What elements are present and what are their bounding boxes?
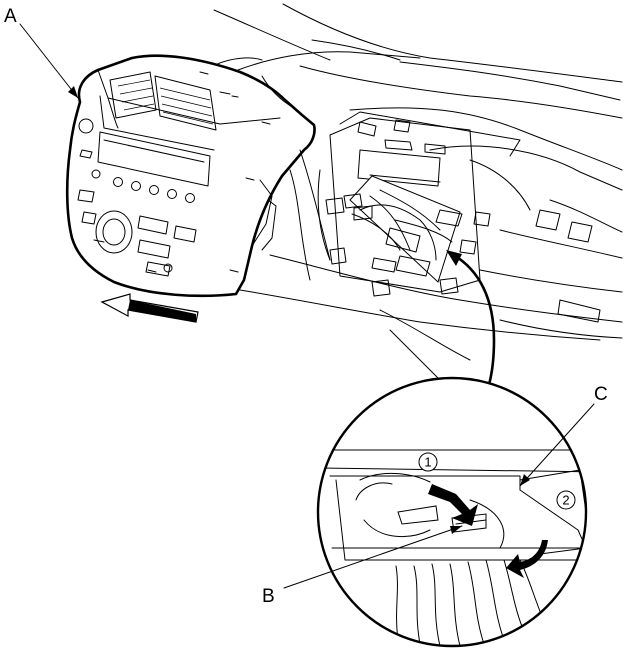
removal-direction-arrow [100, 293, 199, 323]
detail-leader-arrow [446, 250, 496, 389]
pull-arrow [506, 540, 548, 578]
callout-leaders [19, 23, 595, 589]
detail-magnifier [316, 376, 588, 648]
push-arrow [428, 484, 478, 526]
callout-c: C [594, 384, 608, 405]
callout-b: B [262, 586, 275, 607]
step-two-label: 2 [562, 493, 569, 508]
dash-opening [317, 117, 491, 297]
callout-a: A [4, 6, 17, 27]
step-two-marker: 2 [556, 490, 576, 510]
step-one-label: 1 [424, 455, 431, 470]
audio-unit-panel [65, 54, 316, 298]
step-one-marker: 1 [418, 452, 438, 472]
wiring-connector [343, 175, 463, 283]
dashboard-background [213, 3, 623, 381]
